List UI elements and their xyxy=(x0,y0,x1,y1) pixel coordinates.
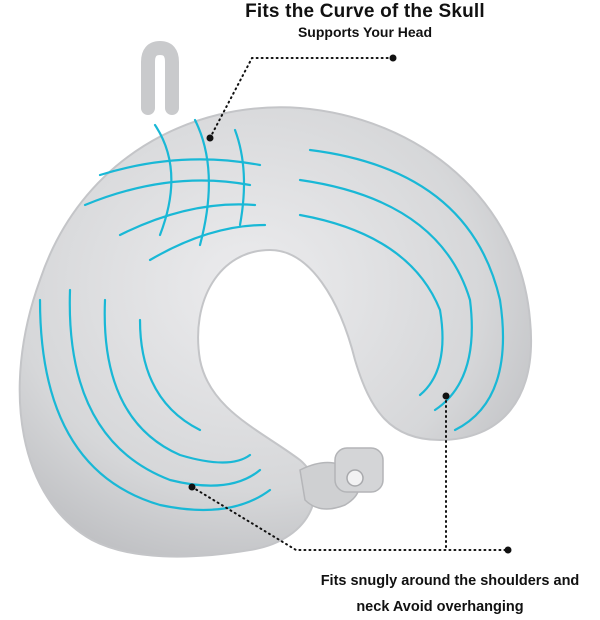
pillow-loop xyxy=(141,40,179,115)
top-contour-lines xyxy=(83,118,267,262)
top-callout-title: Fits the Curve of the Skull xyxy=(245,1,485,22)
left-contour-lines xyxy=(38,288,272,512)
top-callout-subtitle: Supports Your Head xyxy=(297,24,433,40)
right-contour-lines xyxy=(298,148,505,432)
bottom-callout-line-1: Fits snugly around the shoulders and xyxy=(320,573,580,589)
callout-leader-lines xyxy=(191,57,509,551)
pillow-body xyxy=(18,106,533,558)
bottom-callout-line-2: neck Avoid overhanging xyxy=(356,599,524,615)
callout-dots xyxy=(188,54,512,554)
snap-button xyxy=(346,469,364,487)
